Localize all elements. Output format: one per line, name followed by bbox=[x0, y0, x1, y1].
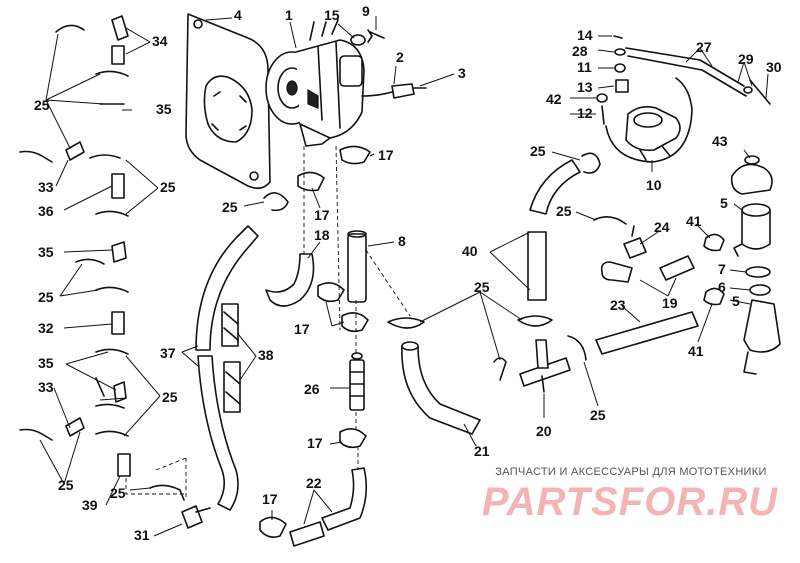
callout-17-c: 17 bbox=[294, 321, 310, 337]
callout-22: 22 bbox=[306, 475, 322, 491]
callout-25-k: 25 bbox=[590, 407, 606, 423]
callout-25-h: 25 bbox=[474, 279, 490, 295]
alignment-dashes bbox=[125, 145, 411, 500]
callout-25-c: 25 bbox=[38, 289, 54, 305]
screw-part-9 bbox=[367, 29, 385, 43]
fuel-pump-assembly bbox=[265, 19, 365, 147]
hose-clamps-part-25 bbox=[263, 152, 627, 381]
hose-part-40 bbox=[527, 159, 581, 301]
callout-42: 42 bbox=[546, 91, 562, 107]
callout-1: 1 bbox=[285, 7, 293, 23]
filter-body-part-5-lower bbox=[743, 299, 781, 375]
callout-24: 24 bbox=[654, 219, 670, 235]
callout-25-g: 25 bbox=[222, 199, 238, 215]
callout-25-f: 25 bbox=[110, 485, 126, 501]
fuel-filter-assembly-part-10 bbox=[605, 77, 693, 163]
tee-fitting-part-20 bbox=[519, 339, 571, 393]
callout-33-upper: 33 bbox=[38, 179, 54, 195]
watermark-logo: PARTSFOR.RU bbox=[481, 480, 779, 524]
callout-29: 29 bbox=[738, 51, 754, 67]
callout-41-lower: 41 bbox=[688, 343, 704, 359]
fitting-part-24 bbox=[623, 225, 647, 259]
callout-21: 21 bbox=[474, 443, 490, 459]
callout-35-a: 35 bbox=[156, 101, 172, 117]
callout-6: 6 bbox=[718, 279, 726, 295]
callout-3: 3 bbox=[458, 65, 466, 81]
callout-35-c: 35 bbox=[38, 355, 54, 371]
callout-15: 15 bbox=[324, 7, 340, 23]
callout-8: 8 bbox=[398, 233, 406, 249]
mounting-bracket-part-43 bbox=[730, 155, 773, 195]
callout-28: 28 bbox=[572, 43, 588, 59]
hose-part-19 bbox=[600, 255, 695, 283]
callout-30: 30 bbox=[766, 59, 782, 75]
callout-7: 7 bbox=[718, 261, 726, 277]
hose-fitting-part-3 bbox=[361, 83, 427, 99]
hose-part-23 bbox=[595, 311, 699, 355]
callout-12: 12 bbox=[577, 105, 593, 121]
callout-36: 36 bbox=[38, 203, 54, 219]
callout-9: 9 bbox=[362, 3, 370, 19]
leader-lines bbox=[39, 16, 769, 537]
callout-17-e: 17 bbox=[262, 491, 278, 507]
callout-40: 40 bbox=[462, 243, 478, 259]
callout-20: 20 bbox=[536, 423, 552, 439]
watermark-tagline: ЗАПЧАСТИ И АКСЕССУАРЫ ДЛЯ МОТОТЕХНИКИ bbox=[495, 466, 767, 478]
callout-19: 19 bbox=[662, 295, 678, 311]
small-fittings-parts-11-14 bbox=[596, 35, 629, 125]
long-hose-part-37 bbox=[195, 225, 259, 511]
connector-part-26 bbox=[349, 352, 365, 411]
callout-labels: 1 2 3 4 5 5 6 7 8 9 10 11 12 13 14 15 17… bbox=[34, 3, 782, 543]
callout-17-b: 17 bbox=[314, 207, 330, 223]
callout-25-d: 25 bbox=[162, 389, 178, 405]
left-column-hoses bbox=[19, 15, 185, 501]
callout-11: 11 bbox=[577, 59, 592, 75]
callout-39: 39 bbox=[82, 497, 98, 513]
callout-27: 27 bbox=[696, 39, 712, 55]
hose-clamp-part-41-lower bbox=[703, 287, 725, 306]
callout-14: 14 bbox=[577, 27, 593, 43]
hose-part-38 bbox=[221, 303, 241, 413]
callout-5-upper: 5 bbox=[720, 195, 728, 211]
callout-35-b: 35 bbox=[38, 244, 54, 260]
callout-23: 23 bbox=[610, 297, 626, 313]
hose-clamps-part-17 bbox=[259, 145, 371, 538]
washer-part-15 bbox=[350, 34, 366, 46]
callout-41-upper: 41 bbox=[686, 213, 702, 229]
callout-34: 34 bbox=[152, 33, 168, 49]
callout-38: 38 bbox=[258, 347, 274, 363]
callout-18: 18 bbox=[314, 227, 330, 243]
callout-2: 2 bbox=[396, 49, 404, 65]
throttle-cables-parts-27-30 bbox=[625, 47, 771, 105]
callout-25-e: 25 bbox=[58, 477, 74, 493]
callout-25-b: 25 bbox=[160, 179, 176, 195]
callout-13: 13 bbox=[577, 79, 593, 95]
callout-10: 10 bbox=[646, 177, 662, 193]
hose-part-22 bbox=[289, 467, 368, 547]
callout-4: 4 bbox=[234, 7, 242, 23]
hose-clamp-part-41-upper bbox=[703, 233, 725, 252]
callout-17-a: 17 bbox=[378, 147, 394, 163]
callout-25-j: 25 bbox=[556, 203, 572, 219]
elbow-hose-part-21 bbox=[401, 341, 481, 435]
callout-33-lower: 33 bbox=[38, 379, 54, 395]
callout-37: 37 bbox=[160, 345, 176, 361]
callout-17-d: 17 bbox=[307, 435, 323, 451]
fitting-part-31 bbox=[181, 505, 211, 529]
callout-26: 26 bbox=[304, 381, 320, 397]
callout-43: 43 bbox=[712, 133, 728, 149]
filter-canister-part-5 bbox=[733, 203, 771, 257]
tube-part-8 bbox=[347, 230, 367, 303]
callout-32: 32 bbox=[38, 320, 54, 336]
o-ring-part-6 bbox=[749, 284, 771, 296]
callout-25-a: 25 bbox=[34, 97, 50, 113]
callout-5-lower: 5 bbox=[732, 293, 740, 309]
callout-31: 31 bbox=[134, 527, 150, 543]
o-ring-part-7 bbox=[745, 266, 771, 278]
callout-25-i: 25 bbox=[530, 143, 546, 159]
mounting-plate-gasket bbox=[185, 13, 271, 190]
curved-hose-part-18 bbox=[265, 253, 315, 307]
